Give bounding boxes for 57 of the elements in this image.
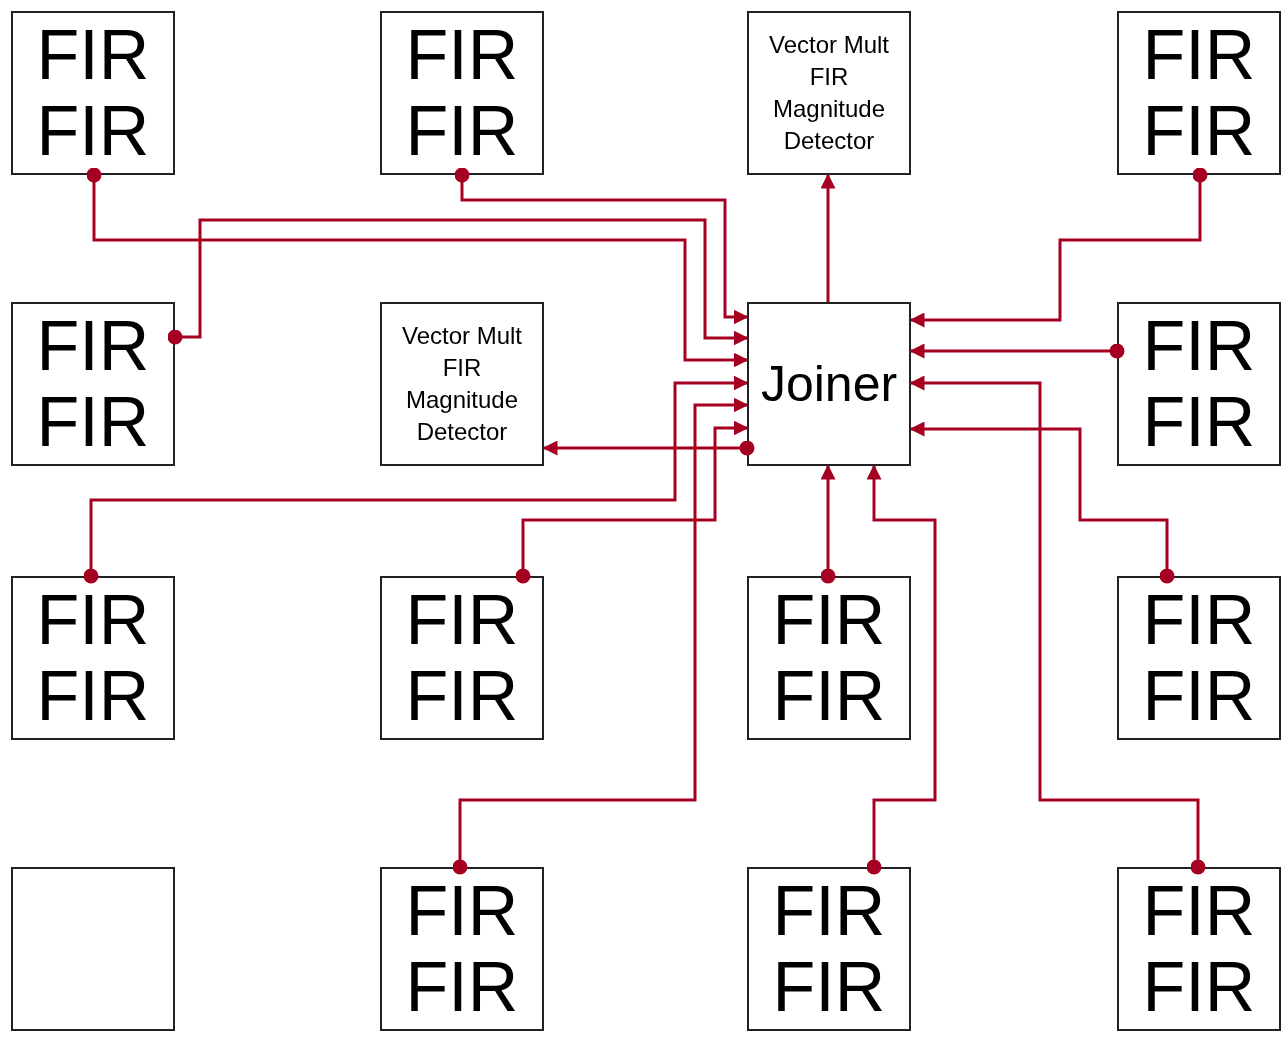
block-box	[11, 302, 175, 466]
block-label: FIR	[1142, 949, 1256, 1025]
block-label: FIR	[1142, 873, 1256, 949]
empty-box	[11, 867, 175, 1031]
block-label: FIR	[772, 949, 886, 1025]
arrow	[542, 440, 755, 456]
block-label: FIR	[36, 658, 150, 734]
arrow	[167, 218, 749, 346]
block-box	[380, 576, 544, 740]
arrow	[515, 420, 749, 584]
arrow	[909, 375, 1206, 875]
block-label: FIR	[36, 93, 150, 169]
block-label: FIR	[772, 582, 886, 658]
block-box	[1117, 302, 1281, 466]
arrow	[909, 421, 1175, 584]
block-box	[1117, 11, 1281, 175]
block-label: FIR	[405, 17, 519, 93]
block-label: FIR	[405, 582, 519, 658]
block-label: Joiner	[760, 356, 898, 412]
block-box	[747, 576, 911, 740]
block-label: FIR	[405, 949, 519, 1025]
block-label: Vector Mult FIR Magnitude Detector	[767, 30, 890, 156]
block-box	[747, 302, 911, 466]
block-label: FIR	[36, 17, 150, 93]
block-box	[1117, 867, 1281, 1031]
block-label: FIR	[772, 658, 886, 734]
arrow	[86, 167, 749, 368]
block-label: Vector Mult FIR Magnitude Detector	[400, 321, 523, 447]
block-label: FIR	[1142, 384, 1256, 460]
arrow	[452, 397, 749, 875]
block-label: FIR	[1142, 308, 1256, 384]
block-label: FIR	[1142, 93, 1256, 169]
arrow	[820, 173, 836, 302]
block-box	[11, 576, 175, 740]
block-box	[380, 867, 544, 1031]
block-label: FIR	[405, 873, 519, 949]
block-box	[380, 11, 544, 175]
arrow	[866, 464, 937, 875]
arrow	[909, 343, 1125, 359]
block-label: FIR	[405, 658, 519, 734]
block-box	[380, 302, 544, 466]
block-label: FIR	[36, 308, 150, 384]
arrow	[454, 167, 749, 325]
block-label: FIR	[405, 93, 519, 169]
block-label: FIR	[36, 384, 150, 460]
block-box	[747, 867, 911, 1031]
block-label: FIR	[1142, 17, 1256, 93]
block-label: FIR	[1142, 658, 1256, 734]
block-label: FIR	[36, 582, 150, 658]
block-box	[11, 11, 175, 175]
block-box	[1117, 576, 1281, 740]
block-box	[747, 11, 911, 175]
block-label: FIR	[772, 873, 886, 949]
block-label: FIR	[1142, 582, 1256, 658]
arrow	[820, 464, 836, 584]
arrow	[83, 375, 749, 584]
arrow	[909, 167, 1208, 328]
